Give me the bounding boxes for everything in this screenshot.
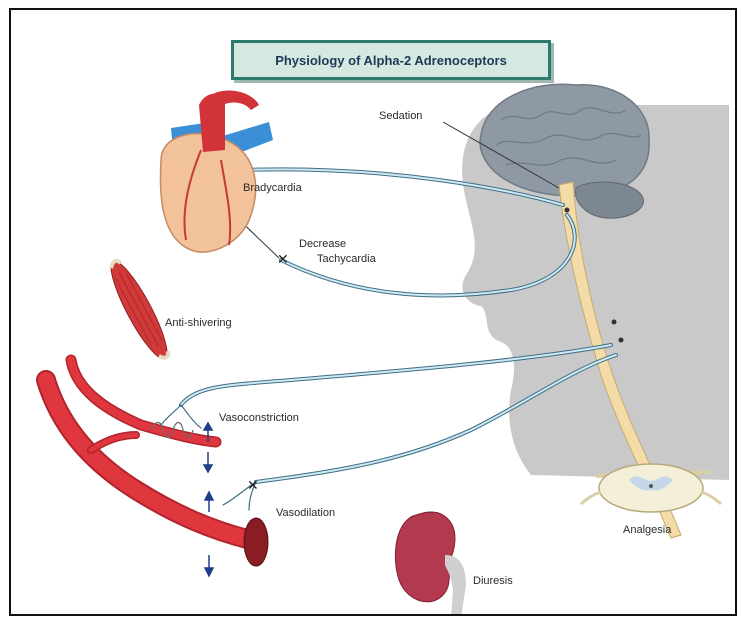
- block-marker-tachycardia: ✕: [277, 251, 289, 267]
- kidney-illustration: [395, 512, 466, 616]
- label-bradycardia: Bradycardia: [243, 182, 302, 194]
- block-marker-vasodilation: ✕: [247, 477, 259, 493]
- label-anti-shivering: Anti-shivering: [165, 317, 232, 329]
- cord-synapse: [619, 338, 624, 343]
- diagram-frame: ✕ ✕: [9, 8, 737, 616]
- label-analgesia: Analgesia: [623, 524, 671, 536]
- label-diuresis: Diuresis: [473, 575, 513, 587]
- label-vasodilation: Vasodilation: [276, 507, 335, 519]
- label-tachycardia: Tachycardia: [317, 253, 376, 265]
- label-sedation: Sedation: [379, 110, 422, 122]
- title-banner: Physiology of Alpha-2 Adrenoceptors: [231, 40, 551, 80]
- label-vasoconstriction: Vasoconstriction: [219, 412, 299, 424]
- cord-synapse: [565, 208, 570, 213]
- blood-vessel-illustration: [46, 360, 268, 566]
- diagram-title: Physiology of Alpha-2 Adrenoceptors: [275, 53, 507, 68]
- muscle-illustration: [103, 256, 176, 364]
- cord-synapse: [612, 320, 617, 325]
- label-decrease: Decrease: [299, 238, 346, 250]
- brain-illustration: [480, 84, 649, 196]
